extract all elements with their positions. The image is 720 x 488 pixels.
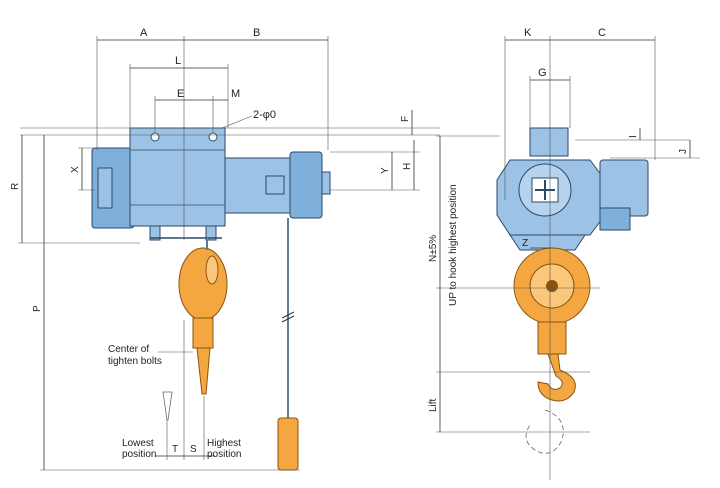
motor-fan-cover <box>97 167 113 209</box>
dim-label-n: N±5% <box>428 235 439 262</box>
dim-label-x: X <box>70 166 81 173</box>
lowest-line2: position <box>122 449 156 460</box>
hook-shank-end <box>537 321 567 355</box>
hook-block-highlight <box>205 255 219 285</box>
dim-label-p: P <box>32 305 43 312</box>
hook-shank <box>192 317 214 349</box>
up-to-hook-label: UP to hook highest position <box>448 184 459 306</box>
dim-label-m: M <box>231 88 240 100</box>
highest-line2: position <box>207 449 241 460</box>
lower-frame <box>509 234 586 251</box>
dim-label-g: G <box>538 67 547 79</box>
trolley-mount <box>529 127 569 157</box>
leg-left <box>149 225 161 241</box>
side-view <box>91 127 331 471</box>
dim-label-lift: Lift <box>428 398 439 412</box>
dim-label-a: A <box>140 27 148 39</box>
mount-hole-left <box>150 132 160 142</box>
hook-lowest-ghost <box>162 391 173 421</box>
dim-label-j: J <box>678 149 689 154</box>
brake-housing <box>289 151 323 219</box>
pendant-switch <box>277 417 299 471</box>
dim-label-b: B <box>253 27 260 39</box>
control-box-bracket <box>599 207 631 231</box>
hook-side <box>196 347 211 395</box>
side-view-dimensions: A B L E M 2-φ0 F R X Y H <box>10 27 440 471</box>
dim-label-t: T <box>172 444 178 455</box>
dim-label-h: H <box>402 163 413 170</box>
lowest-line1: Lowest <box>122 438 154 449</box>
dim-label-r: R <box>10 183 21 190</box>
center-bolts-line1: Center of <box>108 344 149 355</box>
hook-lowest-ghost-end <box>525 409 564 454</box>
dim-label-y: Y <box>380 167 391 174</box>
leg-right <box>205 225 217 241</box>
dim-label-e: E <box>177 88 184 100</box>
dim-label-c: C <box>598 27 606 39</box>
hook-block <box>178 247 228 321</box>
brake-cap <box>321 171 331 195</box>
end-view <box>496 127 649 454</box>
sheave-axle <box>546 280 558 292</box>
dim-label-z: Z <box>522 238 528 249</box>
drum-body <box>129 127 226 227</box>
highest-line1: Highest <box>207 438 241 449</box>
hook-end <box>537 353 576 402</box>
gearbox-plug <box>265 175 285 195</box>
dim-label-l: L <box>175 55 181 67</box>
dim-label-s: S <box>190 444 197 455</box>
center-bolts-line2: tighten bolts <box>108 356 162 367</box>
dim-label-k: K <box>524 27 532 39</box>
end-view-dimensions: K C G I J Z N±5% UP to hook highest posi… <box>428 27 700 480</box>
holes-note: 2-φ0 <box>253 109 276 121</box>
dim-label-i: I <box>628 135 639 138</box>
dim-label-f: F <box>400 116 411 122</box>
mount-hole-right <box>208 132 218 142</box>
